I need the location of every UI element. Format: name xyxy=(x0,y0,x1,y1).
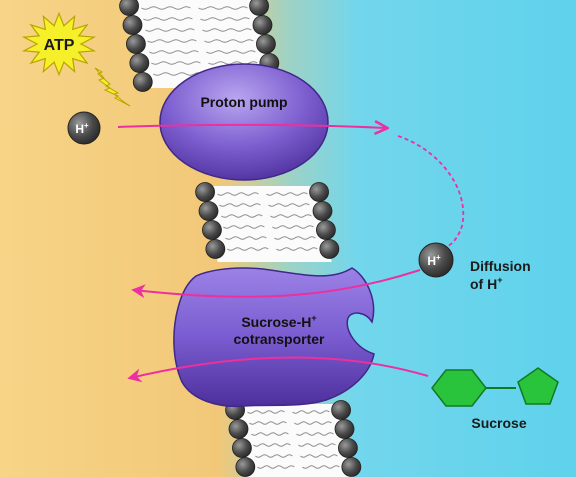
phospholipid-head xyxy=(309,182,329,202)
sucrose-molecule xyxy=(431,367,559,407)
h-ion-label-right: H+ xyxy=(427,253,441,268)
sucrose-arrow xyxy=(127,356,429,383)
phospholipid-head xyxy=(249,0,269,16)
lipid-tail xyxy=(151,61,201,65)
pump-arrow xyxy=(117,125,386,128)
proton-pump-label: Proton pump xyxy=(200,94,287,110)
lipid-tail xyxy=(141,6,191,10)
lipid-tail xyxy=(292,410,330,414)
lipid-tail xyxy=(253,443,291,447)
lipid-tail xyxy=(153,72,203,76)
lipid-tail xyxy=(251,432,289,436)
phospholipid-head xyxy=(228,419,249,439)
lipid-tail xyxy=(257,465,295,469)
lipid-tail xyxy=(149,50,199,54)
phospholipid-head xyxy=(338,438,358,458)
phospholipid-head xyxy=(235,457,256,477)
lipid-tail xyxy=(217,192,259,196)
lipid-tail xyxy=(249,421,287,425)
lipid-tail xyxy=(206,50,256,54)
phospholipid-head xyxy=(132,72,153,92)
lipid-tail xyxy=(296,432,334,436)
lipid-tail xyxy=(302,465,340,469)
phospholipid-head xyxy=(312,201,333,221)
phospholipid-head xyxy=(126,34,146,54)
h-ion-outside: H+ xyxy=(67,111,101,145)
membrane-interior xyxy=(204,186,332,262)
lipid-tail xyxy=(198,6,248,10)
lipid-tail xyxy=(270,214,312,218)
phospholipid-head xyxy=(331,400,351,420)
atp-label: ATP xyxy=(44,37,75,54)
lipid-tail xyxy=(221,214,263,218)
cotransporter-label-line2: cotransporter xyxy=(233,331,325,347)
phospholipid-head xyxy=(119,0,139,16)
phospholipid-head xyxy=(341,457,362,477)
lipid-tail xyxy=(268,203,310,207)
lipid-tail xyxy=(272,225,314,229)
lipid-tail xyxy=(298,443,336,447)
lipid-tail xyxy=(219,203,261,207)
lipid-tail xyxy=(208,61,258,65)
energy-bolt xyxy=(94,67,131,107)
proton-pump: Proton pump xyxy=(159,63,329,181)
atp-starburst: ATP xyxy=(21,11,97,77)
diffusion-label-line1: Diffusion xyxy=(470,258,531,274)
h-return-arrow xyxy=(131,269,421,299)
lipid-tail xyxy=(225,236,267,240)
lipid-tail xyxy=(202,28,252,32)
phospholipid-head xyxy=(232,438,252,458)
lipid-tail xyxy=(294,421,332,425)
lipid-tail xyxy=(300,454,338,458)
phospholipid-head xyxy=(319,239,340,259)
lipid-tail xyxy=(204,39,254,43)
phospholipid-head xyxy=(122,15,143,35)
lipid-tail xyxy=(274,236,316,240)
phospholipid-head xyxy=(316,220,336,240)
lipid-tail xyxy=(143,17,193,21)
lipid-tail xyxy=(147,39,197,43)
diffusion-label-line2: of H+ xyxy=(470,275,502,292)
lipid-tail xyxy=(255,454,293,458)
h-ion-inside: H+ xyxy=(418,242,454,278)
lipid-tail xyxy=(145,28,195,32)
lipid-tail xyxy=(223,225,265,229)
phospholipid-head xyxy=(334,419,355,439)
lipid-tail xyxy=(266,192,308,196)
lipid-tail xyxy=(276,247,318,251)
lipid-tail xyxy=(200,17,250,21)
lipid-tail xyxy=(247,410,285,414)
phospholipid-head xyxy=(195,182,215,202)
phospholipid-head xyxy=(252,15,273,35)
cotransporter-label-line1: Sucrose-H+ xyxy=(241,313,316,330)
phospholipid-head xyxy=(129,53,150,73)
phospholipid-head xyxy=(198,201,219,221)
phospholipid-head xyxy=(205,239,226,259)
membrane-interior xyxy=(234,404,354,477)
phospholipid-head xyxy=(256,34,276,54)
phospholipid-head xyxy=(202,220,222,240)
sucrose-label: Sucrose xyxy=(471,415,526,431)
h-ion-label: H+ xyxy=(75,121,89,136)
lipid-tail xyxy=(227,247,269,251)
